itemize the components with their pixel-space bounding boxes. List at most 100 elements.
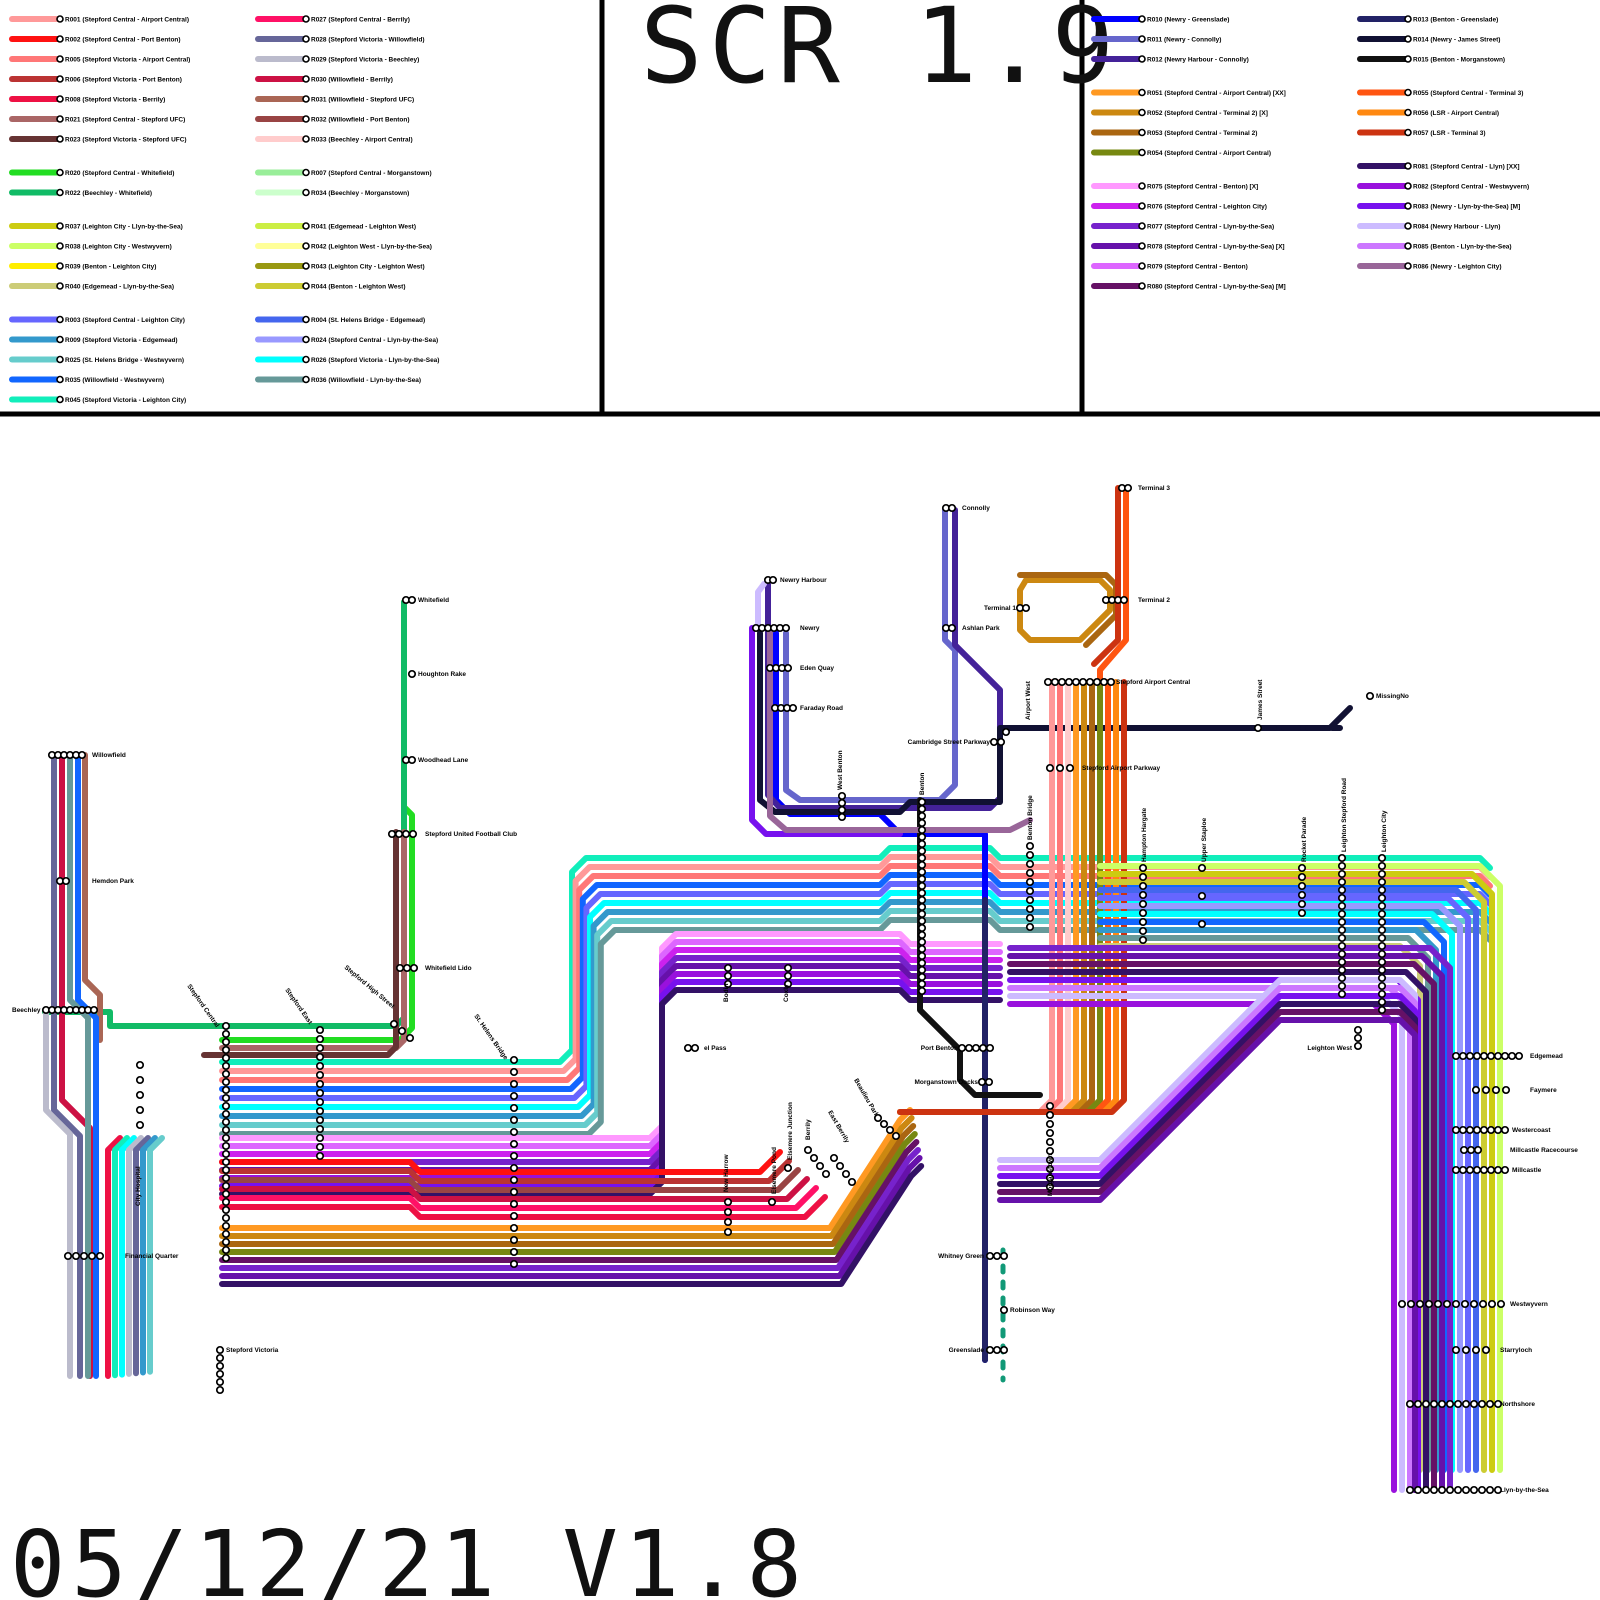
station-dot [770, 577, 776, 583]
station-dot [1453, 1127, 1459, 1133]
legend-label: R086 (Newry - Leighton City) [1413, 263, 1501, 270]
station-dot [1488, 1167, 1494, 1173]
station-leighton-west[interactable] [1355, 1027, 1361, 1049]
station-dot [919, 925, 925, 931]
legend-entry-r006: R006 (Stepford Victoria - Port Benton) [12, 76, 182, 83]
station-edgemead[interactable] [1453, 1053, 1522, 1059]
station-label: Eden Quay [800, 665, 834, 672]
station-millcastle-racecourse[interactable] [1461, 1147, 1481, 1153]
legend-label: R079 (Stepford Central - Benton) [1147, 263, 1248, 270]
station-dot [839, 807, 845, 813]
station-dot [511, 1093, 517, 1099]
legend-station-dot [1139, 130, 1145, 136]
station-stepford-airport-parkway[interactable] [1047, 765, 1073, 771]
station-dot [849, 1179, 855, 1185]
station-dot [511, 1117, 517, 1123]
station-dot [1431, 1487, 1437, 1493]
station-financial-quarter[interactable] [65, 1253, 103, 1259]
legend-entry-r008: R008 (Stepford Victoria - Berrily) [12, 96, 165, 103]
station-faraday-road[interactable] [772, 705, 796, 711]
legend-entry-r031: R031 (Willowfield - Stepford UFC) [258, 96, 414, 103]
legend-label: R028 (Stepford Victoria - Willowfield) [311, 36, 425, 43]
station-westercoast[interactable] [1453, 1127, 1508, 1133]
legend-label: R003 (Stepford Central - Leighton City) [65, 317, 185, 324]
station-whitney-green[interactable] [987, 1253, 1007, 1259]
station-dot [1299, 901, 1305, 907]
station-willowfield[interactable] [49, 752, 85, 758]
station-dot [1453, 1347, 1459, 1353]
station-greenslade[interactable] [987, 1347, 1007, 1353]
station-label: Bodin [723, 984, 730, 1002]
station-dot [1339, 927, 1345, 933]
station-port-benton[interactable] [959, 1045, 993, 1051]
station-robinson-way[interactable] [1001, 1307, 1007, 1313]
station-dot [785, 665, 791, 671]
station-dot [839, 814, 845, 820]
station-berrily[interactable] [805, 1147, 829, 1177]
station-missingno[interactable] [1367, 693, 1373, 699]
legend-station-dot [57, 170, 63, 176]
station-terminal-1[interactable] [1017, 605, 1029, 611]
station-dot [217, 1379, 223, 1385]
station-newry-harbour[interactable] [765, 577, 776, 583]
station-terminal-2[interactable] [1103, 597, 1127, 603]
legend-station-dot [57, 96, 63, 102]
station-coxly[interactable] [785, 965, 791, 987]
station-dot [1467, 1127, 1473, 1133]
station-connolly[interactable] [943, 505, 955, 511]
station-dot [1473, 1087, 1479, 1093]
station-houghton-rake[interactable] [409, 671, 415, 677]
legend-entry-r002: R002 (Stepford Central - Port Benton) [12, 36, 181, 43]
station-dot [1140, 919, 1146, 925]
station-dot [1423, 1487, 1429, 1493]
station-woodhead-lane[interactable] [403, 757, 415, 763]
station-label: Whitney Green [938, 1253, 984, 1260]
station-whitefield[interactable] [403, 597, 415, 603]
station-city-hospital[interactable] [137, 1062, 143, 1128]
station-eden-quay[interactable] [767, 665, 791, 671]
station-dot [1001, 1347, 1007, 1353]
station-llyn-by-the-sea[interactable] [1407, 1487, 1501, 1493]
station-stepford-central[interactable] [223, 1023, 229, 1261]
station-dot [223, 1231, 229, 1237]
legend-label: R042 (Leighton West - Llyn-by-the-Sea) [311, 243, 432, 250]
station-terminal-3[interactable] [1119, 485, 1131, 491]
station-stepford-east[interactable] [317, 1027, 323, 1159]
station-millcastle[interactable] [1453, 1167, 1508, 1173]
station-dot [817, 1163, 823, 1169]
station-dot [1502, 1167, 1508, 1173]
station-dot [919, 946, 925, 952]
station-james-street[interactable] [1255, 725, 1261, 731]
station-dot [1481, 1127, 1487, 1133]
legend-label: R021 (Stepford Central - Stepford UFC) [65, 116, 185, 123]
station-dot [1455, 1401, 1461, 1407]
station-dot [1467, 1053, 1473, 1059]
station-stepford-airport-central[interactable] [1045, 679, 1114, 685]
station-elsemere-junction[interactable] [785, 1165, 791, 1171]
station-leighton-stepford-road[interactable] [1339, 855, 1345, 997]
station-hemdon-park[interactable] [57, 878, 69, 884]
station-east-berrily[interactable] [831, 1155, 855, 1185]
station-airport-west[interactable] [1003, 729, 1009, 735]
station-dot [1488, 1053, 1494, 1059]
legend-entry-r042: R042 (Leighton West - Llyn-by-the-Sea) [258, 243, 432, 250]
station-dot [1121, 597, 1127, 603]
legend-entry-r036: R036 (Willowfield - Llyn-by-the-Sea) [258, 377, 421, 384]
legend-station-dot [303, 136, 309, 142]
legend-station-dot [1405, 110, 1411, 116]
station-elsemere-pond[interactable] [769, 1199, 775, 1205]
legend-station-dot [1139, 56, 1145, 62]
legend-entry-r004: R004 (St. Helens Bridge - Edgemead) [258, 317, 425, 324]
station-label: Terminal 2 [1138, 597, 1170, 604]
station-el-pass[interactable] [685, 1045, 698, 1051]
station-beechley[interactable] [43, 1007, 97, 1013]
station-hampton-hargate[interactable] [1140, 865, 1146, 943]
station-newry[interactable] [753, 625, 789, 631]
legend-entry-r026: R026 (Stepford Victoria - Llyn-by-the-Se… [258, 357, 439, 364]
station-dot [396, 831, 402, 837]
legend-station-dot [57, 377, 63, 383]
station-whitefield-lido[interactable] [397, 965, 417, 971]
station-dot [1052, 679, 1058, 685]
station-stepford-victoria[interactable] [217, 1347, 223, 1393]
station-ashlan-park[interactable] [943, 625, 955, 631]
